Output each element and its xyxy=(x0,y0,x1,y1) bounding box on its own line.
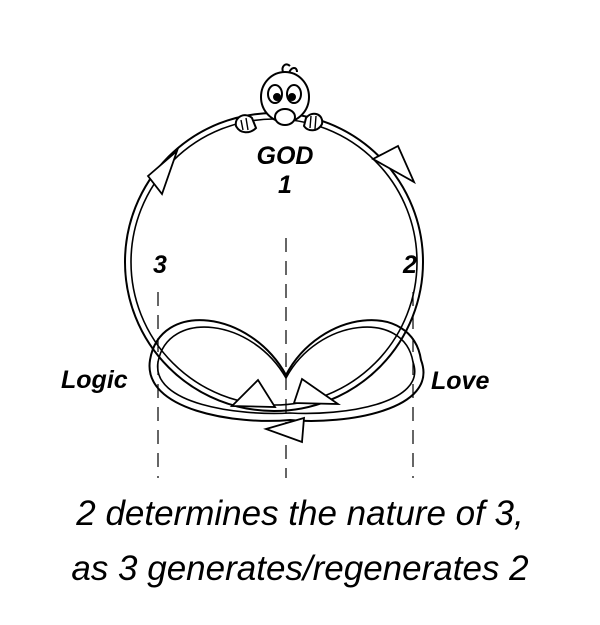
god-label: GOD xyxy=(257,142,314,170)
arrowheads xyxy=(146,144,416,444)
node-3-label: 3 xyxy=(153,251,167,279)
arrow-center-right-icon xyxy=(292,377,341,405)
arrow-bottom-icon xyxy=(263,416,306,444)
infinity-loop xyxy=(148,319,425,422)
node-1-label: 1 xyxy=(278,171,292,199)
logic-label: Logic xyxy=(61,366,128,394)
love-label: Love xyxy=(431,367,489,395)
caption-line-2: as 3 generates/regenerates 2 xyxy=(71,549,529,588)
cartoon-figure-icon xyxy=(234,63,324,134)
node-2-label: 2 xyxy=(402,251,417,279)
arrow-up-left-icon xyxy=(146,148,179,196)
arrow-center-left-icon xyxy=(229,378,277,408)
caption-line-1: 2 determines the nature of 3, xyxy=(76,494,524,533)
arrow-down-right-icon xyxy=(371,144,416,185)
dashed-guides xyxy=(157,238,414,478)
